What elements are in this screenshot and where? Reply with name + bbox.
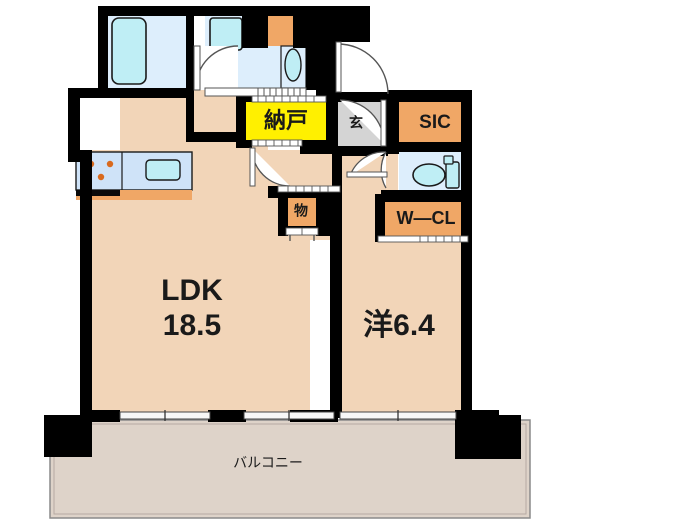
nando-top-hatch (251, 95, 327, 103)
bathtub (111, 17, 147, 85)
wall-ldk-alcove-top (194, 132, 246, 142)
washer-orange-block (268, 14, 293, 46)
washroom-door-hatch (257, 88, 301, 96)
balcony-area: バルコニー (49, 419, 531, 519)
wall-washroom-top-fill (242, 16, 268, 48)
wcl-floor (381, 200, 471, 240)
stove-burner-2 (106, 160, 114, 168)
toilet-door-arc (380, 151, 387, 189)
ldk-name-label: LDK (161, 274, 223, 307)
wall-bath-right (186, 16, 194, 88)
washing-machine-space (209, 17, 243, 51)
wall-room-divider (330, 196, 342, 418)
wall-washroom-top-fill-2 (293, 16, 307, 48)
wall-nando-left (236, 88, 246, 142)
wall-washroom-right (306, 16, 316, 90)
nando-bottom-hatch[interactable] (251, 139, 303, 147)
balcony-floor (49, 419, 531, 519)
wall-sic-bottom (399, 142, 471, 152)
wall-nando-right (326, 96, 338, 154)
wall-ldk-left-bottom (80, 398, 92, 432)
entrance-door-arc (337, 43, 389, 95)
wcl-sliding-door[interactable] (377, 235, 469, 243)
toilet-bowl (412, 163, 446, 187)
toilet-door-leaf (346, 171, 388, 178)
pillar-bottom-right-outer (455, 415, 521, 459)
ldk-area-label: 18.5 (163, 309, 221, 342)
wall-wcl-left (375, 196, 385, 242)
nando-door-leaf (249, 147, 256, 187)
wall-entry-right-outer (461, 90, 472, 250)
wall-bottom-mid-1 (208, 410, 246, 422)
wall-mono-left (278, 190, 288, 236)
genkan-label: 玄 (349, 115, 363, 131)
wcl-label: W—CL (397, 208, 456, 228)
kitchen (75, 151, 193, 200)
western-room-label: 洋6.4 (363, 309, 435, 342)
wall-ldk-left-upper (68, 88, 80, 162)
western-room-floor (340, 238, 468, 415)
openings (119, 41, 469, 421)
kitchen-counter-shadow (76, 190, 120, 196)
mono-label: 物 (294, 203, 308, 219)
mono-floor (286, 196, 316, 228)
sic-floor (399, 100, 471, 148)
nando-label: 納戸 (264, 108, 308, 133)
balcony-windows[interactable] (119, 410, 457, 421)
entry-and-closets (245, 100, 471, 240)
wall-top-outer (98, 6, 370, 16)
toilet-tank (445, 161, 460, 189)
toilet-flush-lever (443, 155, 454, 165)
wcl-door-hatch (419, 236, 461, 242)
wall-right-outer (461, 194, 472, 420)
balcony-label: バルコニー (233, 455, 303, 471)
wall-bath-bottom (108, 88, 188, 98)
kitchen-cabinet-front (76, 190, 192, 200)
wall-sic-bottom-left (386, 142, 402, 152)
wall-ldk-left (80, 150, 92, 420)
nando-top-hatch-lines (257, 96, 315, 102)
bath-door-leaf (193, 45, 201, 91)
vanity-sink (284, 48, 302, 82)
wall-wcl-top (375, 194, 471, 202)
wall-bath-left (98, 6, 108, 90)
sic-label: SIC (419, 112, 451, 133)
kitchen-sink (145, 159, 181, 181)
wall-nando-bottom-right (300, 140, 332, 154)
mono-top-hatch-lines (287, 186, 329, 192)
genkan-inner-door-leaf (380, 99, 387, 147)
wall-ldk-alcove-right (186, 88, 194, 142)
entrance-door-leaf (335, 41, 342, 93)
room-labels: LDK 18.5 洋6.4 納戸 玄 SIC W—CL 物 (161, 108, 455, 342)
balcony-inner-edge (53, 423, 527, 515)
wall-genkan-bottom (332, 146, 388, 156)
wall-entry-top (332, 90, 472, 102)
washroom-sliding-door[interactable] (204, 87, 307, 97)
wall-sic-left (386, 96, 399, 154)
mono-top-hatch (277, 185, 341, 193)
stove-burner-3 (97, 173, 105, 181)
wall-nando-bottom-left (236, 140, 252, 148)
nando-floor (245, 100, 328, 142)
nando-bottom-hatch-lines (257, 140, 299, 146)
wall-ldk-top-step (68, 88, 120, 98)
